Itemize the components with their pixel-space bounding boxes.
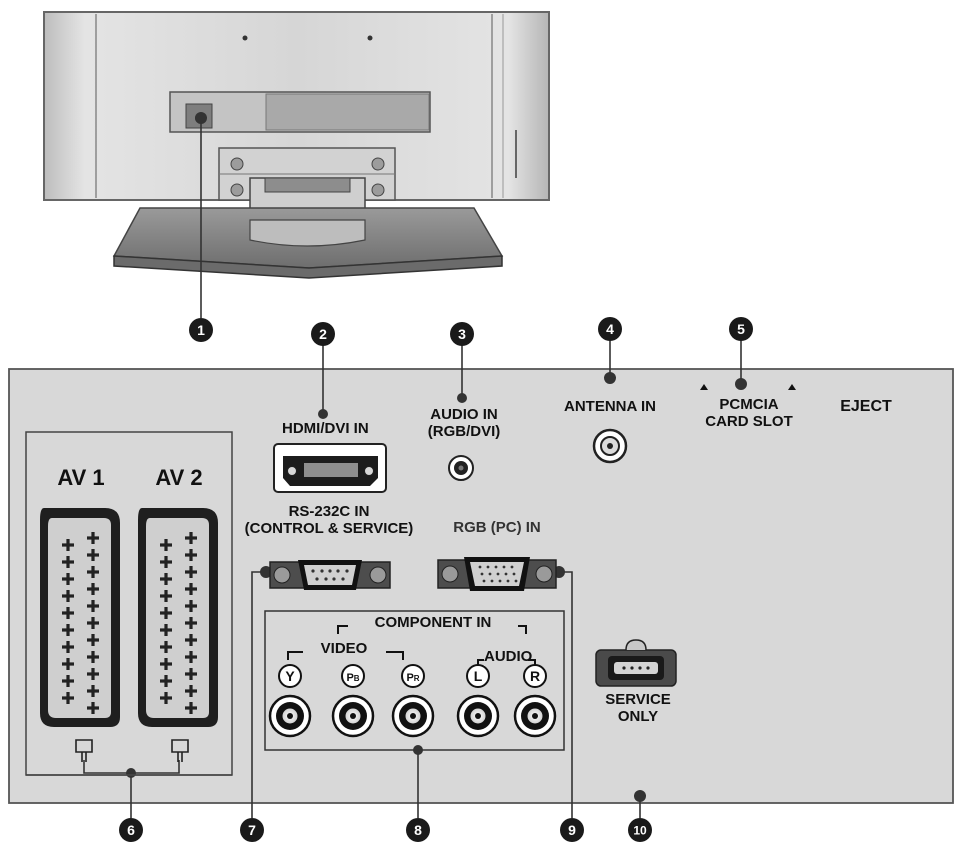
svg-text:1: 1 [197,322,205,338]
service-only-line1: SERVICE [605,691,671,708]
rgb-pc-in-label: RGB (PC) IN [453,519,541,536]
svg-text:10: 10 [633,824,647,838]
component-in-area [264,610,565,751]
rs232-label-line2: (CONTROL & SERVICE) [244,519,414,537]
svg-text:8: 8 [414,822,422,838]
pcmcia-label-line2: CARD SLOT [705,412,793,430]
jack-symbol-pb: PB [346,672,359,684]
svg-text:3: 3 [458,326,466,342]
rs232-label-line1: RS-232C IN [288,503,370,520]
hdmi-dvi-in-label: HDMI/DVI IN [282,420,369,437]
screw-hole [367,35,373,41]
av1-label: AV 1 [57,465,105,490]
rs232-port [269,560,391,590]
av2-label: AV 2 [155,465,203,490]
component-in-label: COMPONENT IN [348,614,518,632]
svg-text:5: 5 [737,321,745,337]
pcmcia-label-line1: PCMCIA [719,396,779,413]
audio-in-label-line1: AUDIO IN [430,406,498,423]
eject-label: EJECT [840,398,892,415]
component-jack-symbols: Y PB PR L R [278,664,547,688]
callout-6: 6 [119,818,143,842]
antenna-port [592,428,628,464]
svg-text:7: 7 [248,822,256,838]
callout-7: 7 [240,818,264,842]
hdmi-port [273,443,387,493]
antenna-in-label: ANTENNA IN [564,398,656,415]
pcmcia-left-arrow [700,384,708,390]
jack-symbol-l: L [474,668,483,684]
callout-5: 5 [729,317,753,341]
callout-8: 8 [406,818,430,842]
scart-av1-connector [40,508,120,727]
svg-text:2: 2 [319,326,327,342]
pcmcia-card-slot-label: PCMCIA CARD SLOT [694,396,804,431]
component-video-label: VIDEO [303,640,385,658]
card-slot-cover [265,93,430,131]
callout-4: 4 [598,317,622,341]
callout-1: 1 [189,318,213,342]
service-only-port [595,639,677,687]
service-only-label: SERVICE ONLY [590,691,686,726]
jack-symbol-pr: PR [406,672,419,684]
audio-in-label-line2: (RGB/DVI) [427,422,501,440]
callout-3: 3 [450,322,474,346]
svg-text:9: 9 [568,822,576,838]
pcmcia-right-arrow [788,384,796,390]
callout-10: 10 [628,818,652,842]
scart-av2-connector [138,508,218,727]
tv-back-view [43,11,550,279]
component-rca-jacks [268,694,557,738]
screw-hole [242,35,248,41]
callout-9: 9 [560,818,584,842]
scart-clip-icon [75,739,189,762]
rgb-pc-port [437,557,557,591]
jack-symbol-y: Y [285,668,295,684]
audio-in-label: AUDIO IN (RGB/DVI) [414,406,514,441]
callout-2: 2 [311,322,335,346]
audio-in-jack [448,455,474,481]
svg-text:6: 6 [127,822,135,838]
component-audio-label: AUDIO [484,648,533,666]
service-only-line2: ONLY [617,707,659,725]
jack-symbol-r: R [530,668,540,684]
svg-text:4: 4 [606,321,614,337]
rs232c-in-label: RS-232C IN (CONTROL & SERVICE) [236,503,422,538]
